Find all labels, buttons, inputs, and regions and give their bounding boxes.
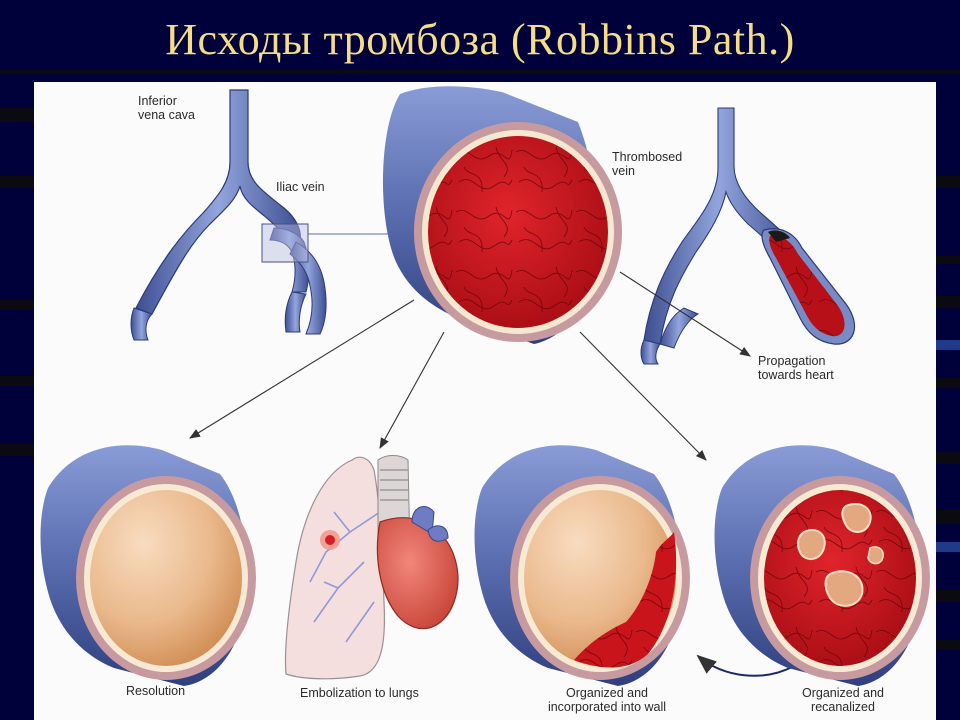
label-inferior-vena-cava: Inferior vena cava xyxy=(138,94,195,122)
diagram-panel: Inferior vena cava Iliac vein Thrombosed… xyxy=(34,82,936,720)
label-organized-recanalized: Organized and recanalized xyxy=(801,686,884,714)
slide-title: Исходы тромбоза (Robbins Path.) xyxy=(165,15,795,64)
label-resolution: Resolution xyxy=(126,684,186,698)
propagation-illustration xyxy=(640,107,856,365)
thrombosed-vein-cross-section xyxy=(382,86,622,344)
outcome-arrows xyxy=(189,271,751,461)
organized-recanalized-cross-section xyxy=(714,445,930,686)
recanalization-arrow xyxy=(696,654,795,677)
label-organized-incorporated: Organized and incorporated into wall xyxy=(547,686,667,714)
lungs-heart-illustration xyxy=(284,455,459,680)
label-thrombosed-vein: Thrombosed vein xyxy=(612,150,683,178)
label-iliac-vein: Iliac vein xyxy=(276,180,325,194)
thrombosis-outcomes-diagram xyxy=(40,86,930,686)
organized-incorporated-cross-section xyxy=(474,445,690,686)
label-embolization: Embolization to lungs xyxy=(300,686,419,700)
iliac-veins-illustration xyxy=(130,89,406,341)
label-propagation: Propagation towards heart xyxy=(758,354,834,382)
resolution-cross-section xyxy=(40,445,256,686)
